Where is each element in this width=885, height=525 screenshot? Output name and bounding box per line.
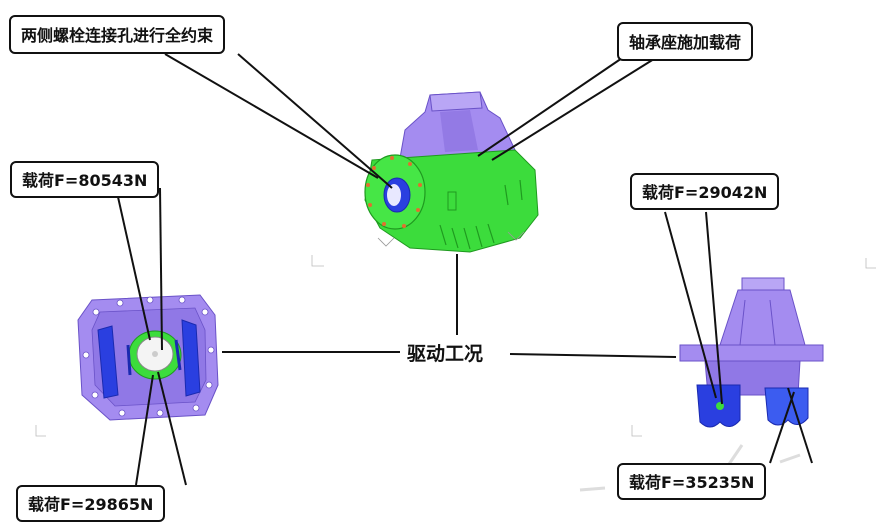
load-label-left-top: 载荷F=80543N (10, 161, 160, 198)
leader-lines (115, 53, 813, 486)
hub-line-right (509, 353, 677, 358)
load-label-right-top: 载荷F=29042N (630, 173, 780, 210)
right-housing-model (679, 277, 824, 428)
center-label-drive-condition: 驱动工况 (404, 339, 487, 366)
right-housing-bearing-right (764, 387, 809, 426)
callout-bearing-load: 轴承座施加载荷 (617, 22, 754, 61)
right-housing-purple-body (719, 289, 806, 346)
left-housing-bearing-left (97, 325, 119, 399)
load-label-left-bottom: 载荷F=29865N (16, 485, 166, 522)
left-housing-model (77, 294, 219, 421)
left-housing-bearing-right (181, 319, 201, 397)
top-housing-model (364, 91, 539, 253)
callout-bolt-constraint: 两侧螺栓连接孔进行全约束 (9, 15, 226, 54)
load-label-right-bottom: 载荷F=35235N (617, 463, 767, 500)
